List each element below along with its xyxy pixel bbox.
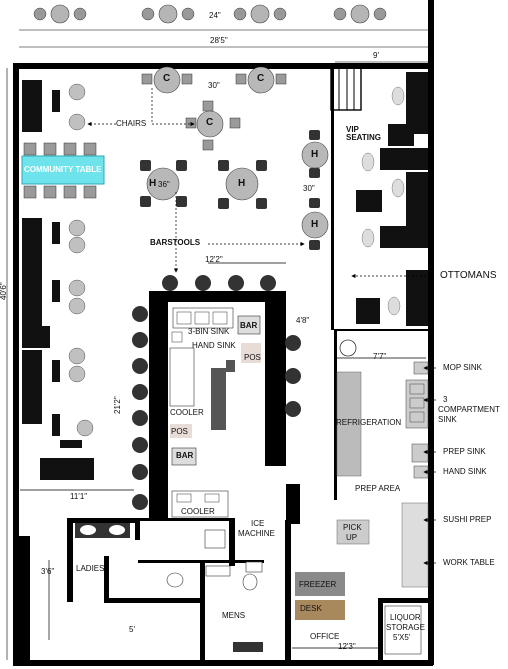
patio-tables [33, 4, 387, 24]
dimension-c30: 30" [208, 81, 220, 90]
dimension-total-width: 28'5" [210, 36, 228, 45]
label-ottomans: OTTOMANS [440, 270, 497, 281]
label-desk: DESK [300, 604, 322, 613]
label-liquor-storage-3: 5'X5' [393, 633, 411, 642]
bar-structure [149, 291, 286, 519]
dimension-bar-length: 12'2" [205, 255, 223, 264]
label-work-table: WORK TABLE [443, 558, 495, 567]
left-chairs [68, 83, 94, 437]
label-compartment-sink-1: 3 [443, 395, 448, 404]
bar-equipment [169, 307, 261, 518]
table-h-2: H [238, 178, 246, 189]
exterior-walls [13, 0, 434, 665]
label-vip-seating: VIP SEATING [346, 125, 381, 142]
table-c-2: C [257, 73, 265, 84]
label-liquor-storage-1: LIQUOR [390, 613, 421, 622]
dimension-h30: 30" [303, 184, 315, 193]
leader-lines [20, 88, 436, 649]
table-h-1: H [149, 178, 157, 189]
label-bar-bottom: BAR [176, 451, 194, 460]
label-refrigeration: REFRIGERATION [336, 418, 402, 427]
dimension-office-width: 12'3" [338, 642, 356, 651]
community-table [21, 155, 105, 185]
dimension-top-24: 24" [209, 11, 221, 20]
label-compartment-sink-3: SINK [438, 415, 457, 424]
barstools-top [162, 275, 276, 291]
kitchen [286, 329, 429, 588]
label-prep-area: PREP AREA [355, 484, 401, 493]
dimension-bar-side: 4'8" [296, 316, 310, 325]
label-chairs: CHAIRS [116, 119, 147, 128]
label-liquor-storage-2: STORAGE [386, 623, 425, 632]
label-hand-sink: HAND SINK [192, 341, 236, 350]
label-bar-top: BAR [240, 321, 258, 330]
label-hand-sink-right: HAND SINK [443, 467, 487, 476]
label-community-table: COMMUNITY TABLE [24, 165, 102, 174]
dimension-hall-5: 5' [129, 625, 135, 634]
label-cooler-lower: COOLER [181, 507, 215, 516]
table-h-3: H [311, 149, 319, 160]
label-three-bin-sink: 3-BIN SINK [188, 327, 230, 336]
label-pos-left: POS [171, 427, 188, 436]
label-mop-sink: MOP SINK [443, 363, 482, 372]
dimension-left-depth: 11'1" [70, 492, 88, 501]
dimension-bar-height: 21'2" [113, 396, 122, 414]
bar-stools-right [285, 335, 301, 417]
fixtures [75, 523, 422, 655]
label-pos-right: POS [244, 353, 261, 362]
label-prep-sink: PREP SINK [443, 447, 486, 456]
h-tables-round [140, 160, 267, 209]
label-cooler-upper: COOLER [170, 408, 204, 417]
dimension-patio-9: 9' [373, 51, 379, 60]
back-of-house-walls [13, 518, 433, 666]
label-barstools: BARSTOOLS [150, 238, 201, 247]
label-office: OFFICE [310, 632, 340, 641]
dimension-kitchen-width: 7'7" [373, 352, 387, 361]
label-compartment-sink-2: COMPARTMENT [438, 405, 500, 414]
dimension-hall-3-6: 3'6" [41, 567, 55, 576]
label-sushi-prep: SUSHI PREP [443, 515, 492, 524]
label-freezer: FREEZER [299, 580, 337, 589]
dimension-building-depth: 40'6" [0, 282, 8, 300]
h-tables-hightop [301, 130, 329, 250]
table-c-3: C [206, 117, 214, 128]
label-ice-machine-1: ICE [251, 519, 265, 528]
label-mens: MENS [222, 611, 246, 620]
dimension-h36: 36" [158, 180, 170, 189]
label-ice-machine-2: MACHINE [238, 529, 275, 538]
label-pick-up-1: PICK [343, 523, 362, 532]
vip-area [330, 67, 428, 330]
c-tables [141, 66, 287, 151]
table-c-1: C [163, 73, 171, 84]
bar-stools-left [132, 306, 148, 510]
label-ladies: LADIES [76, 564, 105, 573]
community-table-group [21, 142, 105, 199]
label-pick-up-2: UP [346, 533, 358, 542]
table-h-4: H [311, 219, 319, 230]
left-banquettes [22, 80, 94, 480]
